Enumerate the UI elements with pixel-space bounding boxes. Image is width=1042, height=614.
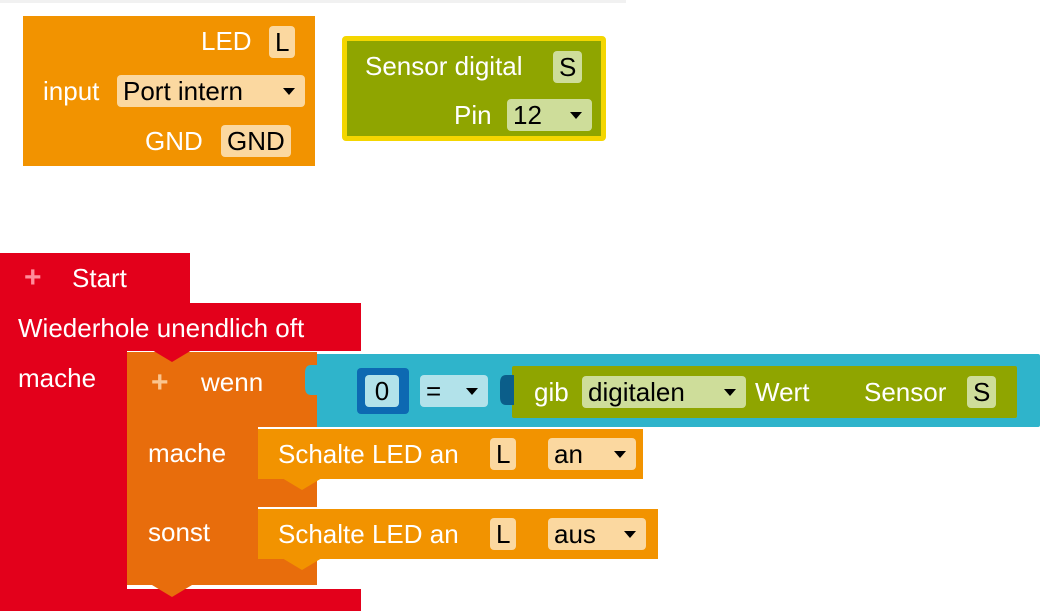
read-value-label: Wert — [755, 377, 810, 407]
led-name-field[interactable]: L — [269, 26, 296, 58]
plus-icon[interactable]: + — [24, 261, 42, 294]
switch-off-label: Schalte LED an — [278, 519, 459, 549]
read-mode-dropdown[interactable]: digitalen — [582, 376, 746, 408]
operator-dropdown[interactable]: = — [420, 375, 488, 407]
loop-header — [0, 303, 361, 351]
switch-led-on-block[interactable]: Schalte LED an L an — [258, 429, 643, 479]
switch-on-led-field[interactable]: L — [490, 438, 517, 470]
switch-off-led-field[interactable]: L — [490, 518, 517, 550]
sensor-name-field[interactable]: S — [553, 51, 583, 83]
read-connector — [500, 375, 514, 405]
switch-on-state-dropdown[interactable]: an — [548, 438, 636, 470]
read-sensor-label: Sensor — [864, 377, 947, 407]
led-input-dropdown[interactable]: Port intern — [117, 75, 305, 107]
loop-block[interactable]: Wiederhole unendlich oft mache — [0, 301, 361, 612]
number-field[interactable]: 0 — [365, 375, 399, 407]
read-sensor-block[interactable]: gib digitalen Wert Sensor S — [512, 366, 1017, 418]
action-off-notch — [282, 558, 322, 570]
switch-off-state-dropdown[interactable]: aus — [548, 518, 646, 550]
switch-led-off-block[interactable]: Schalte LED an L aus — [258, 509, 658, 559]
loop-do-label: mache — [18, 363, 97, 393]
loop-arm — [0, 349, 127, 590]
if-footer — [127, 557, 317, 585]
start-block[interactable]: + Start — [0, 253, 190, 303]
led-name-label: LED — [201, 26, 252, 56]
if-label: wenn — [201, 367, 264, 397]
sensor-digital-block[interactable]: Sensor digital S Pin 12 — [342, 36, 606, 141]
if-else-label: sonst — [148, 517, 211, 547]
if-bottom-notch — [152, 585, 192, 597]
read-label: gib — [534, 377, 569, 407]
compare-connector — [305, 365, 319, 395]
if-middle — [127, 479, 317, 507]
if-else-block[interactable]: + wenn mache sonst — [127, 352, 317, 585]
loop-footer — [0, 589, 361, 611]
action-on-notch — [282, 478, 322, 490]
plus-icon[interactable]: + — [151, 366, 169, 399]
workspace-top-edge — [0, 0, 626, 3]
start-notch — [24, 299, 64, 311]
loop-inner-notch — [152, 350, 192, 362]
sensor-pin-dropdown[interactable]: 12 — [507, 99, 592, 131]
read-sensor-field[interactable]: S — [967, 376, 997, 408]
led-gnd-label: GND — [145, 126, 203, 156]
led-block[interactable]: LED L input Port intern GND GND — [23, 16, 315, 166]
loop-title: Wiederhole unendlich oft — [18, 313, 305, 343]
switch-on-label: Schalte LED an — [278, 439, 459, 469]
sensor-title: Sensor digital — [365, 51, 523, 81]
sensor-pin-label: Pin — [454, 100, 492, 130]
led-input-label: input — [43, 76, 100, 106]
led-gnd-field[interactable]: GND — [221, 125, 291, 157]
start-label: Start — [72, 263, 127, 293]
if-header — [127, 352, 317, 427]
if-then-label: mache — [148, 438, 227, 468]
